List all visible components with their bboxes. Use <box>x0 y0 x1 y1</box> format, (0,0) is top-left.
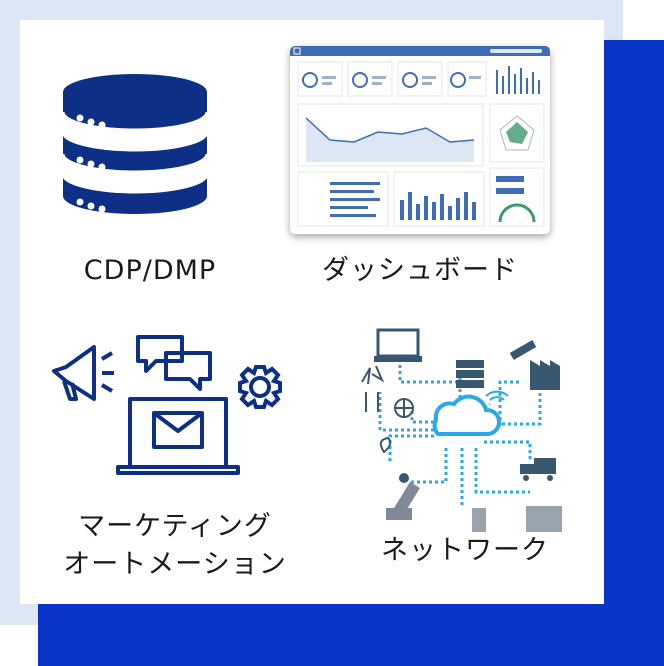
network-label: ネットワーク <box>381 535 549 566</box>
dashboard-icon <box>290 46 550 234</box>
cdp-dmp-label: CDP/DMP <box>83 255 217 286</box>
dashboard-label: ダッシュボード <box>322 255 518 286</box>
network-icon <box>350 312 570 532</box>
feature-card: CDP/DMP <box>20 20 604 604</box>
marketing-automation-label: マーケティング オートメーション <box>63 511 287 580</box>
marketing-automation-icon <box>50 325 290 475</box>
database-icon <box>60 70 210 220</box>
